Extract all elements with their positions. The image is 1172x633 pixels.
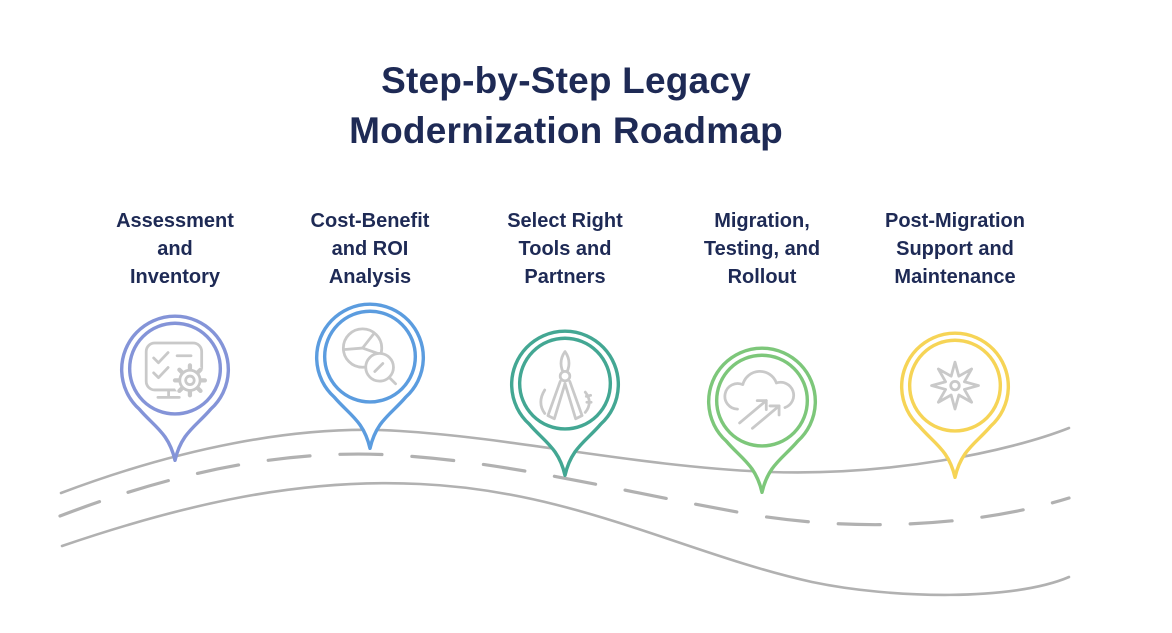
step-label-migration-testing: Migration, Testing, and Rollout: [652, 207, 872, 291]
map-pin-cost-benefit: [315, 302, 425, 451]
map-pin-migration: [707, 346, 817, 495]
step-label-line: Inventory: [129, 266, 221, 288]
step-label-line: Rollout: [727, 266, 797, 288]
map-pin-assessment: [120, 314, 230, 463]
map-pin-support: [900, 331, 1010, 480]
drafting-compass-icon: [539, 350, 593, 421]
starburst-icon: [930, 360, 980, 411]
step-label-line: and: [157, 238, 193, 260]
step-label-select-tools: Select Right Tools and Partners: [455, 207, 675, 291]
step-label-line: Cost-Benefit: [310, 210, 430, 232]
checklist-gear-icon: [144, 341, 207, 399]
step-label-post-migration: Post-Migration Support and Maintenance: [845, 207, 1065, 291]
page-title-line-1: Step-by-Step Legacy: [381, 60, 751, 101]
pin-outline: [510, 329, 620, 478]
step-label-line: and ROI: [331, 238, 409, 260]
step-label-line: Select Right: [507, 210, 623, 232]
page-title-line-2: Modernization Roadmap: [349, 110, 783, 151]
step-label-cost-benefit: Cost-Benefit and ROI Analysis: [260, 207, 480, 291]
step-label-line: Partners: [524, 266, 606, 288]
page-title: Step-by-Step Legacy Modernization Roadma…: [0, 56, 1132, 156]
step-label-line: Post-Migration: [885, 210, 1025, 232]
step-label-line: Analysis: [328, 266, 412, 288]
step-label-line: Tools and: [518, 238, 612, 260]
pie-chart-magnifier-icon: [341, 327, 397, 386]
road-bottom-edge: [60, 481, 1071, 597]
step-label-assessment: Assessment and Inventory: [65, 207, 285, 291]
step-label-line: Assessment: [116, 210, 234, 232]
step-label-line: Testing, and: [703, 238, 821, 260]
step-label-line: Migration,: [714, 210, 810, 232]
step-label-line: Maintenance: [894, 266, 1016, 288]
cloud-migration-arrows-icon: [723, 370, 795, 430]
step-label-line: Support and: [896, 238, 1014, 260]
map-pin-tools: [510, 329, 620, 478]
road-center-dashed-line: [58, 452, 1071, 527]
